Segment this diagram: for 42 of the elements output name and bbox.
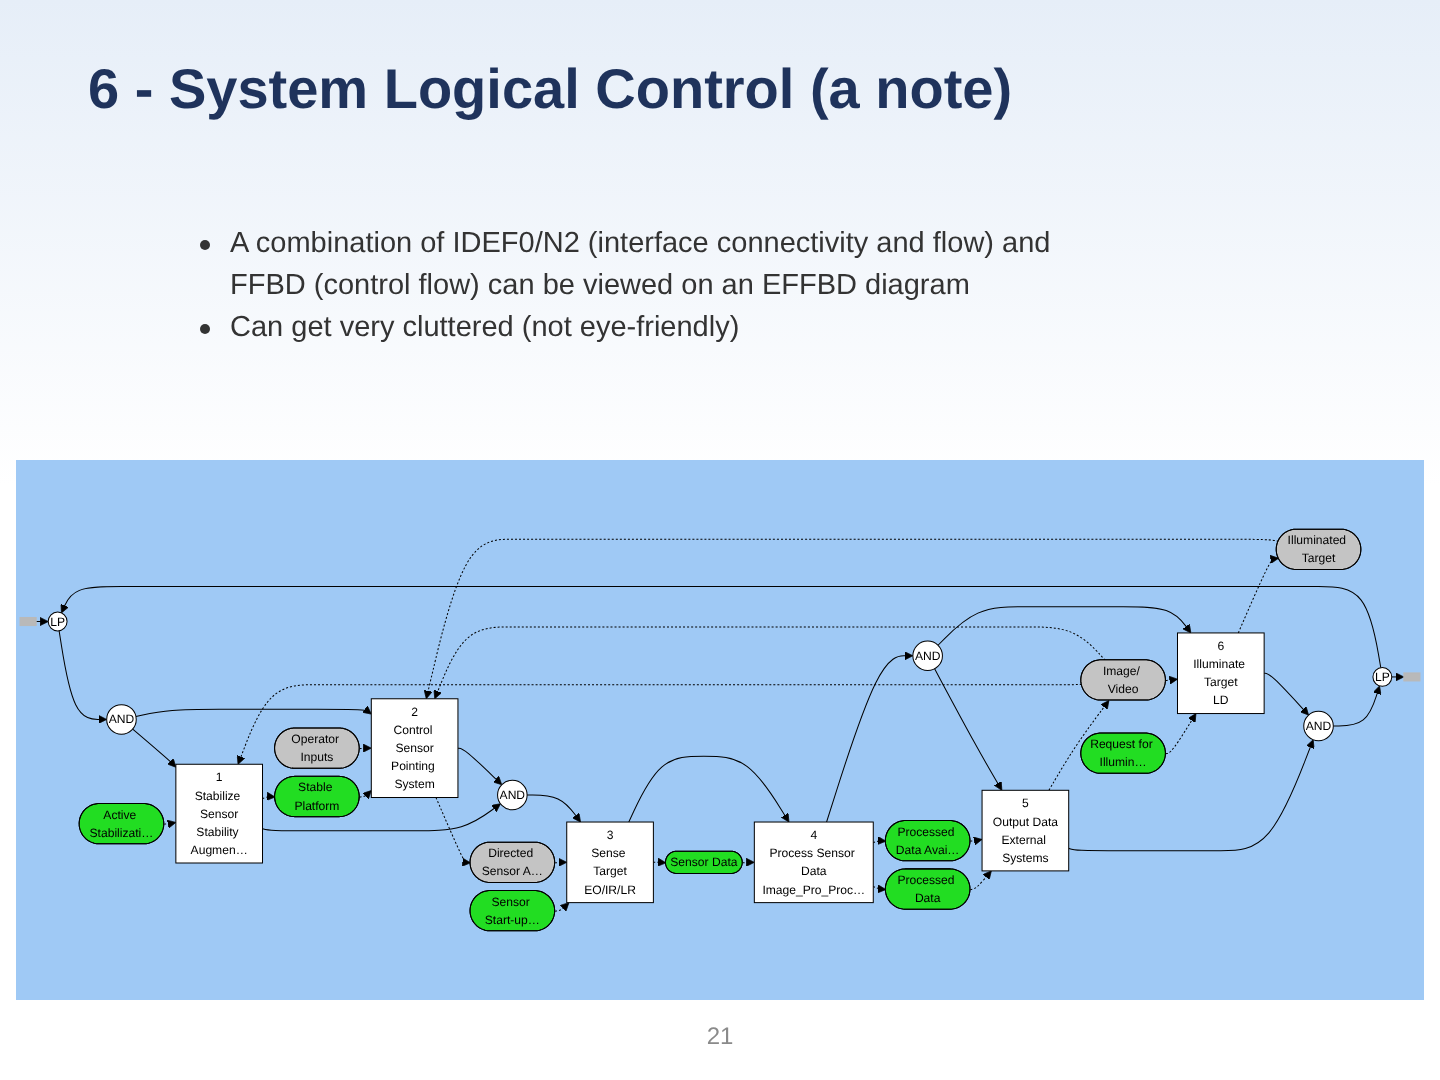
arrow [132, 728, 177, 768]
arrow [872, 836, 887, 845]
page-number: 21 [704, 1022, 736, 1052]
arrow [1391, 672, 1405, 682]
bullet-text: Can get very cluttered (not eye-friendly) [230, 310, 740, 348]
arrow [435, 797, 471, 867]
arrow [457, 747, 503, 786]
arrow [1068, 739, 1315, 852]
arrow [554, 902, 570, 912]
arrow [1332, 685, 1382, 727]
arrow [628, 755, 790, 823]
node-bar [19, 617, 37, 627]
arrow [652, 857, 667, 867]
arrow [60, 586, 1382, 669]
arrow [1165, 713, 1197, 755]
arrow [58, 630, 108, 724]
arrow [934, 668, 1003, 791]
arrow [359, 743, 372, 753]
arrow [969, 836, 983, 846]
arrow [872, 884, 887, 894]
arrow [1237, 554, 1279, 634]
arrow [554, 857, 568, 867]
arrow [826, 651, 914, 823]
arrow [937, 606, 1192, 646]
arrow [423, 538, 1280, 700]
arrow [262, 791, 276, 801]
arrow [1263, 672, 1309, 716]
arrow [433, 626, 1106, 700]
arrow [1048, 700, 1110, 791]
arrow [742, 857, 755, 867]
node-bar [1403, 672, 1421, 682]
arrow [236, 684, 1083, 765]
arrow [262, 803, 501, 832]
arrow [969, 870, 992, 891]
bullet-text: A combination of IDEF0/N2 (interface connectivity and flow) and FFBD (control flow) can be viewed on an EFFBD diagram [230, 226, 1053, 306]
arrow [163, 819, 177, 829]
arrow [359, 790, 372, 800]
slide-title: 6 - System Logical Control (a note) [88, 56, 1013, 124]
arrow [35, 617, 49, 626]
arrow [1165, 675, 1178, 685]
arrow [526, 794, 581, 823]
arrow [135, 705, 372, 717]
